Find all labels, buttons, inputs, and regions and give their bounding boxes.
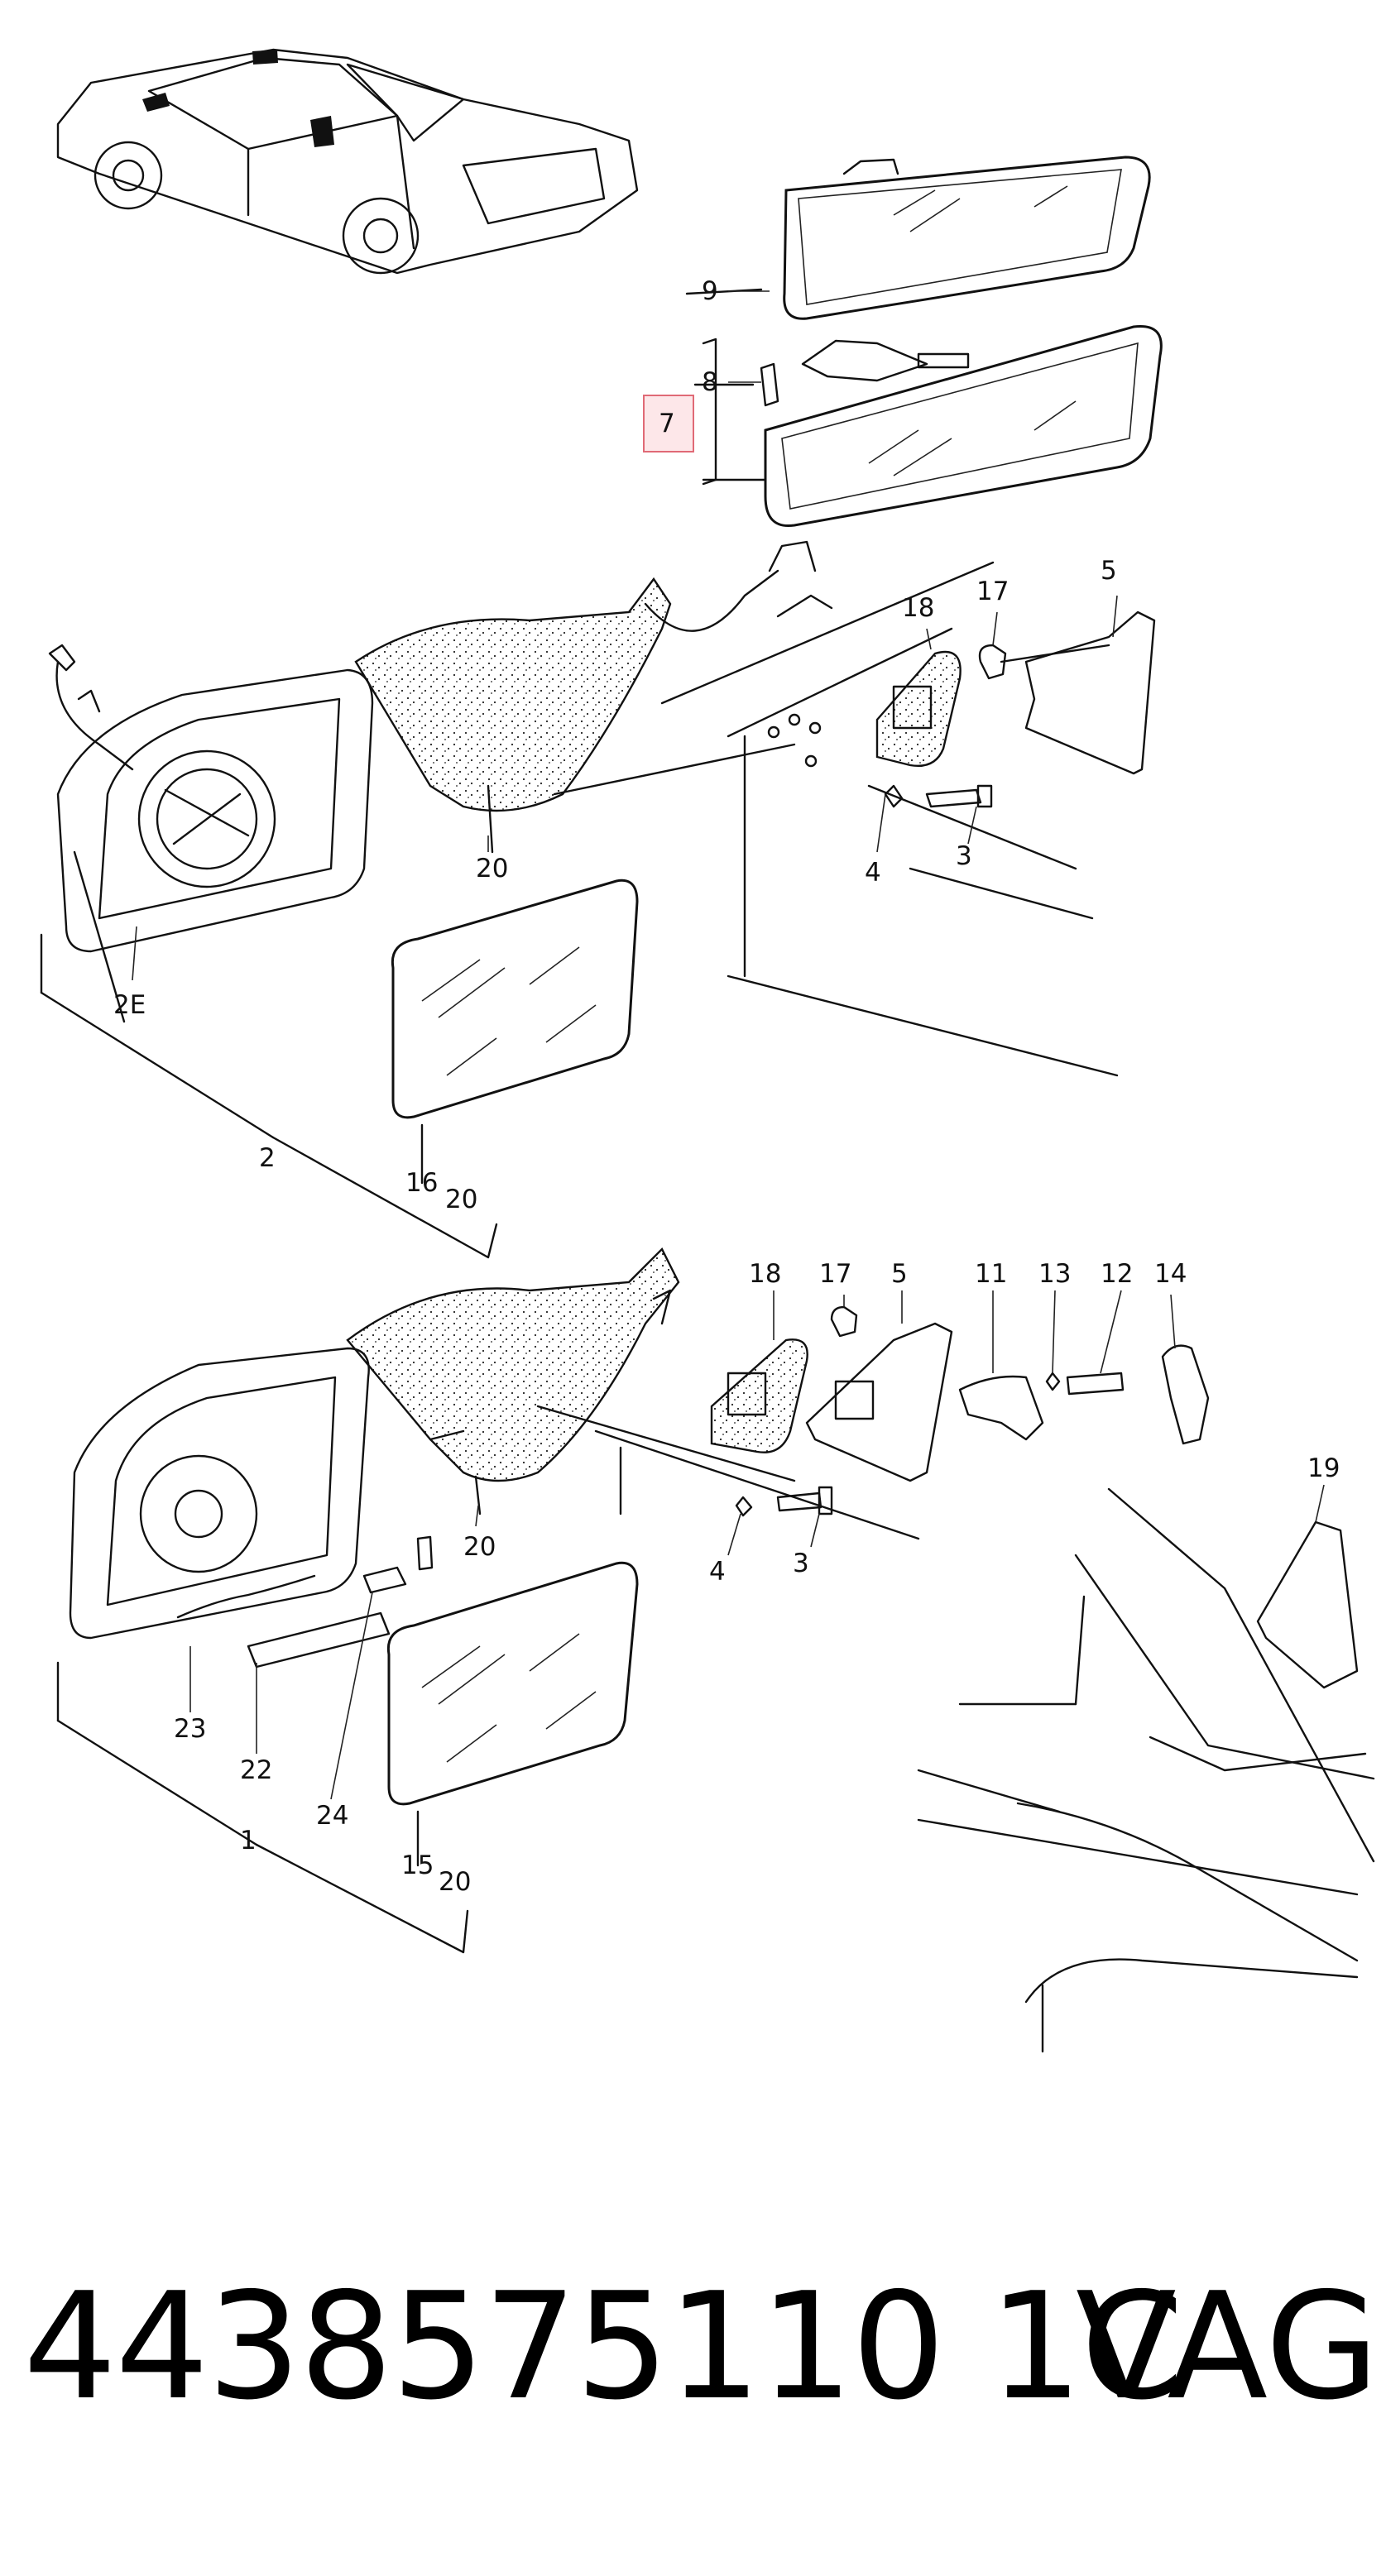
- callout-4-lower: 4: [709, 1557, 726, 1587]
- callout-20-glass-lower: 20: [439, 1867, 471, 1897]
- callout-23: 23: [174, 1714, 206, 1744]
- callout-17-lower: 17: [819, 1259, 851, 1289]
- callout-20-glass-upper: 20: [445, 1185, 477, 1214]
- callout-17-upper: 17: [976, 577, 1009, 606]
- callout-12: 12: [1101, 1259, 1133, 1289]
- callout-labels: 9 8 7 18 17 5 20 4 3 2E 2 16 20 18 17 5 …: [113, 276, 1340, 1897]
- lower-exterior-mirror: [56, 1247, 920, 1954]
- callout-9: 9: [702, 276, 718, 306]
- callout-20-lower: 20: [463, 1532, 496, 1562]
- callout-24: 24: [316, 1801, 348, 1831]
- callout-5-upper: 5: [1101, 556, 1117, 586]
- car-illustration: [56, 48, 639, 275]
- callout-8: 8: [702, 367, 718, 397]
- callout-3-upper: 3: [956, 841, 972, 871]
- callout-2: 2: [259, 1143, 276, 1173]
- callout-7-highlight: [643, 395, 694, 452]
- upper-exterior-mirror: [40, 540, 833, 1259]
- callout-3-lower: 3: [793, 1549, 809, 1578]
- callout-19: 19: [1307, 1453, 1340, 1483]
- upper-door-parts: [660, 561, 1156, 1077]
- interior-mirror-group: [643, 156, 1163, 528]
- callout-7: 7: [659, 409, 675, 438]
- lower-door-parts: [710, 1305, 1375, 2053]
- callout-22: 22: [240, 1755, 272, 1785]
- callout-2e: 2E: [113, 990, 146, 1020]
- callout-15: 15: [401, 1851, 434, 1880]
- callout-16: 16: [405, 1168, 438, 1198]
- callout-20-upper: 20: [476, 854, 508, 883]
- callout-18-lower: 18: [749, 1259, 781, 1289]
- brand-name: VAG: [1076, 2261, 1379, 2432]
- leader-lines: [132, 290, 1325, 1800]
- callout-18-upper: 18: [902, 593, 934, 623]
- part-number: 4438575110 1C: [23, 2261, 1184, 2432]
- callout-4-upper: 4: [865, 858, 881, 888]
- callout-14: 14: [1154, 1259, 1187, 1289]
- callout-5-lower: 5: [891, 1259, 908, 1289]
- callout-11: 11: [975, 1259, 1007, 1289]
- callout-1: 1: [240, 1826, 257, 1855]
- callout-13: 13: [1038, 1259, 1071, 1289]
